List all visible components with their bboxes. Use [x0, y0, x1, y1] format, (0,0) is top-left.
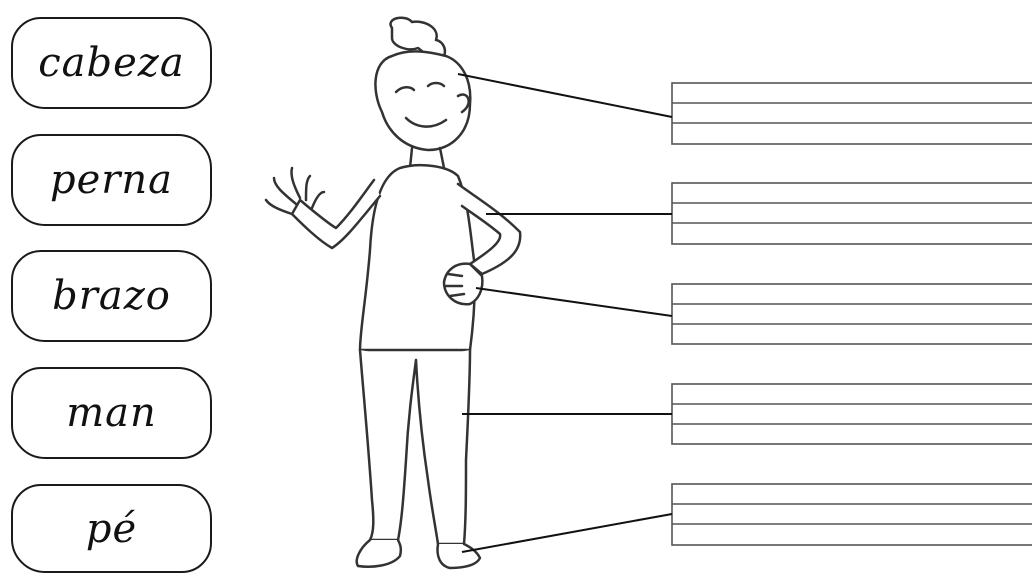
answer-box-hand[interactable] [672, 284, 1032, 344]
connector-line-foot [462, 514, 672, 552]
answer-box-arm[interactable] [672, 183, 1032, 244]
answer-box-leg[interactable] [672, 384, 1032, 444]
connector-line-hand [476, 288, 672, 316]
body-figure-illustration [266, 18, 520, 568]
connector-line-head [458, 74, 672, 117]
answer-box-head[interactable] [672, 83, 1032, 144]
answer-box-foot[interactable] [672, 484, 1032, 545]
